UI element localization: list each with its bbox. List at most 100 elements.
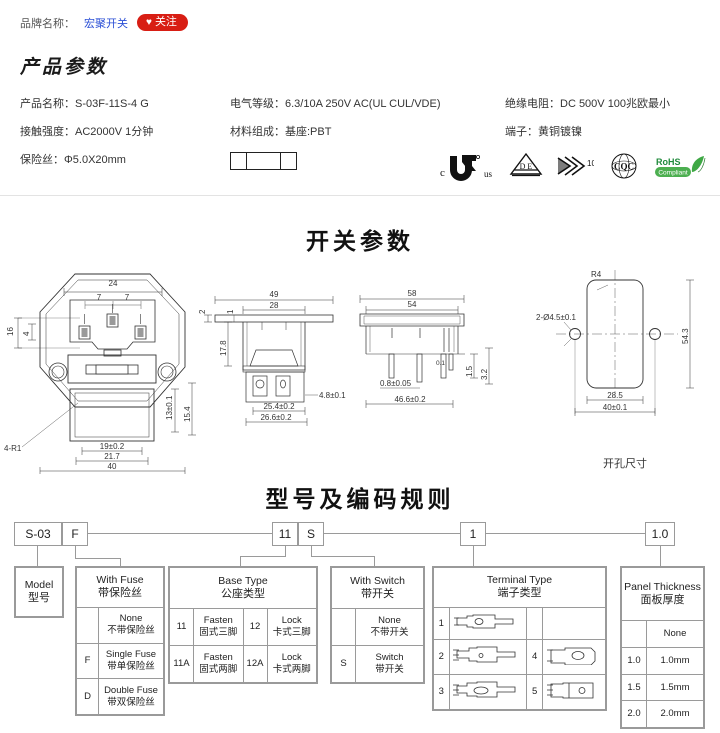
svg-text:28.5: 28.5: [607, 391, 623, 400]
base-row-desc: Fasten 固式三脚: [193, 608, 244, 647]
code-box-switch[interactable]: S: [298, 522, 324, 546]
drop-base-b: [240, 556, 286, 557]
spec-label: 接触强度：: [20, 126, 75, 138]
drop-fuse-a: [75, 546, 76, 558]
technical-drawings: 24 7 7 16 4 13±0.1: [0, 252, 720, 475]
code-box-model[interactable]: S-03: [14, 522, 62, 546]
table-row: None 不带保险丝: [76, 606, 164, 644]
follow-button-label: 关注: [154, 16, 177, 28]
table-terminal-header-en: Terminal Type: [486, 574, 553, 587]
terminal-icon-cell: [542, 674, 606, 710]
fuse-row-en: Double Fuse: [104, 684, 158, 696]
svg-text:21.7: 21.7: [104, 452, 120, 461]
svg-text:2-Ø4.5±0.1: 2-Ø4.5±0.1: [536, 313, 577, 322]
table-panel-header-en: Panel Thickness: [624, 580, 701, 593]
spec-value: 黄铜镀镍: [538, 126, 582, 138]
svg-text:40±0.1: 40±0.1: [603, 403, 628, 412]
model-coding-diagram: S-03 F 11 S 1 1.0 Model 型号 With Fuse 带保险…: [0, 512, 720, 733]
table-model-header-en: Model: [24, 578, 54, 591]
spec-grid: 产品名称：S-03F-11S-4 G 电气等级：6.3/10A 250V AC(…: [20, 95, 705, 179]
table-base-header-cn: 公座类型: [221, 587, 265, 600]
drop-terminal: [473, 546, 474, 566]
spec-fuse: 保险丝：Φ5.0X20mm: [20, 151, 230, 167]
base-row-desc: Lock 卡式两脚: [266, 645, 317, 683]
fuse-row-key: D: [76, 678, 99, 715]
code-box-fuse[interactable]: F: [62, 522, 88, 546]
panel-cutout-drawing: R4 2-Ø4.5±0.1 54.3 28.5 40±0.1: [536, 270, 694, 416]
svg-text:19±0.2: 19±0.2: [100, 442, 125, 451]
svg-text:RoHS: RoHS: [656, 157, 681, 167]
code-box-base[interactable]: 11: [272, 522, 298, 546]
table-model-header-cn: 型号: [28, 591, 50, 604]
spec-label: 绝缘电阻：: [505, 98, 560, 110]
table-fuse-header-en: With Fuse: [96, 574, 144, 586]
base-row-en: Fasten: [203, 615, 233, 627]
panel-row-key: 2.0: [621, 700, 647, 728]
fuse-row-desc: Single Fuse 带单保险丝: [98, 642, 164, 680]
table-switch-header-en: With Switch: [350, 574, 405, 587]
spec-row: 产品名称：S-03F-11S-4 G 电气等级：6.3/10A 250V AC(…: [20, 95, 705, 123]
switch-parameters-title: 开关参数: [306, 228, 414, 254]
drop-switch-a: [311, 546, 312, 556]
drop-fuse-b: [75, 558, 120, 559]
spec-value: Φ5.0X20mm: [64, 154, 126, 166]
fuse-row-cn: 不带保险丝: [107, 625, 155, 637]
table-row: 1.0 1.0mm: [621, 647, 704, 675]
brand-name-link[interactable]: 宏聚开关: [84, 17, 128, 30]
svg-text:R4: R4: [591, 270, 602, 279]
table-terminal-header-cn: 端子类型: [497, 587, 542, 600]
base-row-en: Lock: [281, 652, 302, 664]
panel-row-value: None: [646, 620, 704, 649]
svg-text:54: 54: [408, 300, 417, 309]
code-box-terminal[interactable]: 1: [460, 522, 486, 546]
table-row: 3 5: [433, 674, 606, 710]
table-row: None 不带开关: [331, 608, 424, 647]
spec-label: 保险丝：: [20, 154, 64, 166]
table-terminal-type: Terminal Type 端子类型 1 2: [432, 566, 607, 711]
terminal-blade-icon: [452, 681, 516, 698]
table-with-switch: With Switch 带开关 None 不带开关 S Switch 带开关: [330, 566, 425, 684]
vde-certification-icon: D E: [509, 152, 543, 177]
switch-row-key: S: [331, 645, 356, 683]
fuse-row-en: Single Fuse: [105, 649, 157, 661]
follow-button[interactable]: ♥ 关注: [137, 14, 188, 31]
cqc-certification-icon: CQC: [611, 153, 637, 179]
spec-row: 接触强度：AC2000V 1分钟 材料组成：基座:PBT 端子：黄铜镀镍: [20, 123, 705, 151]
drop-base-c: [240, 556, 241, 566]
spec-value: 基座:PBT: [285, 126, 332, 138]
spec-product-name: 产品名称：S-03F-11S-4 G: [20, 95, 230, 111]
fuse-row-en: None: [119, 613, 143, 625]
spec-label: 产品名称：: [20, 98, 75, 110]
panel-row-value: 1.5mm: [646, 673, 704, 702]
svg-text:0.8±0.05: 0.8±0.05: [380, 379, 412, 388]
base-row-key: 11A: [169, 645, 194, 683]
table-base-type: Base Type 公座类型 11 Fasten 固式三脚 12 Lock 卡式…: [168, 566, 318, 684]
spec-label: 电气等级：: [230, 98, 285, 110]
spec-terminal: 端子：黄铜镀镍: [505, 123, 705, 139]
code-box-panel[interactable]: 1.0: [645, 522, 675, 546]
cutout-caption: 开孔尺寸: [603, 458, 647, 470]
fuse-row-cn: 带双保险丝: [107, 696, 155, 708]
table-row: S Switch 带开关: [331, 645, 424, 683]
svg-text:1: 1: [226, 309, 235, 314]
fuse-row-cn: 带单保险丝: [107, 660, 155, 672]
spec-label: 材料组成：: [230, 126, 285, 138]
fuse-cartridge-icon: [230, 152, 297, 170]
switch-row-desc: None 不带开关: [355, 608, 424, 647]
svg-text:0.1: 0.1: [436, 360, 445, 367]
drop-fuse-c: [120, 558, 121, 566]
svg-text:4-R1: 4-R1: [4, 444, 22, 453]
drop-switch-c: [374, 556, 375, 566]
svg-text:49: 49: [270, 290, 279, 299]
terminal-icon-cell: [448, 674, 528, 710]
terminal-blade-icon: [453, 614, 514, 629]
terminal-row-key: 5: [526, 674, 543, 710]
switch-row-desc: Switch 带开关: [355, 645, 424, 683]
panel-row-value: 1.0mm: [646, 647, 704, 675]
table-row: 11A Fasten 固式两脚 12A Lock 卡式两脚: [169, 645, 317, 683]
table-panel-header-cn: 面板厚度: [640, 593, 685, 606]
panel-row-value: 2.0mm: [646, 700, 704, 728]
fuse-row-desc: None 不带保险丝: [98, 606, 164, 644]
bottom-view-drawing: 58 54 0.8±0.05 0.1 46.6±0.2 1.5: [359, 289, 493, 408]
svg-text:24: 24: [109, 279, 118, 288]
